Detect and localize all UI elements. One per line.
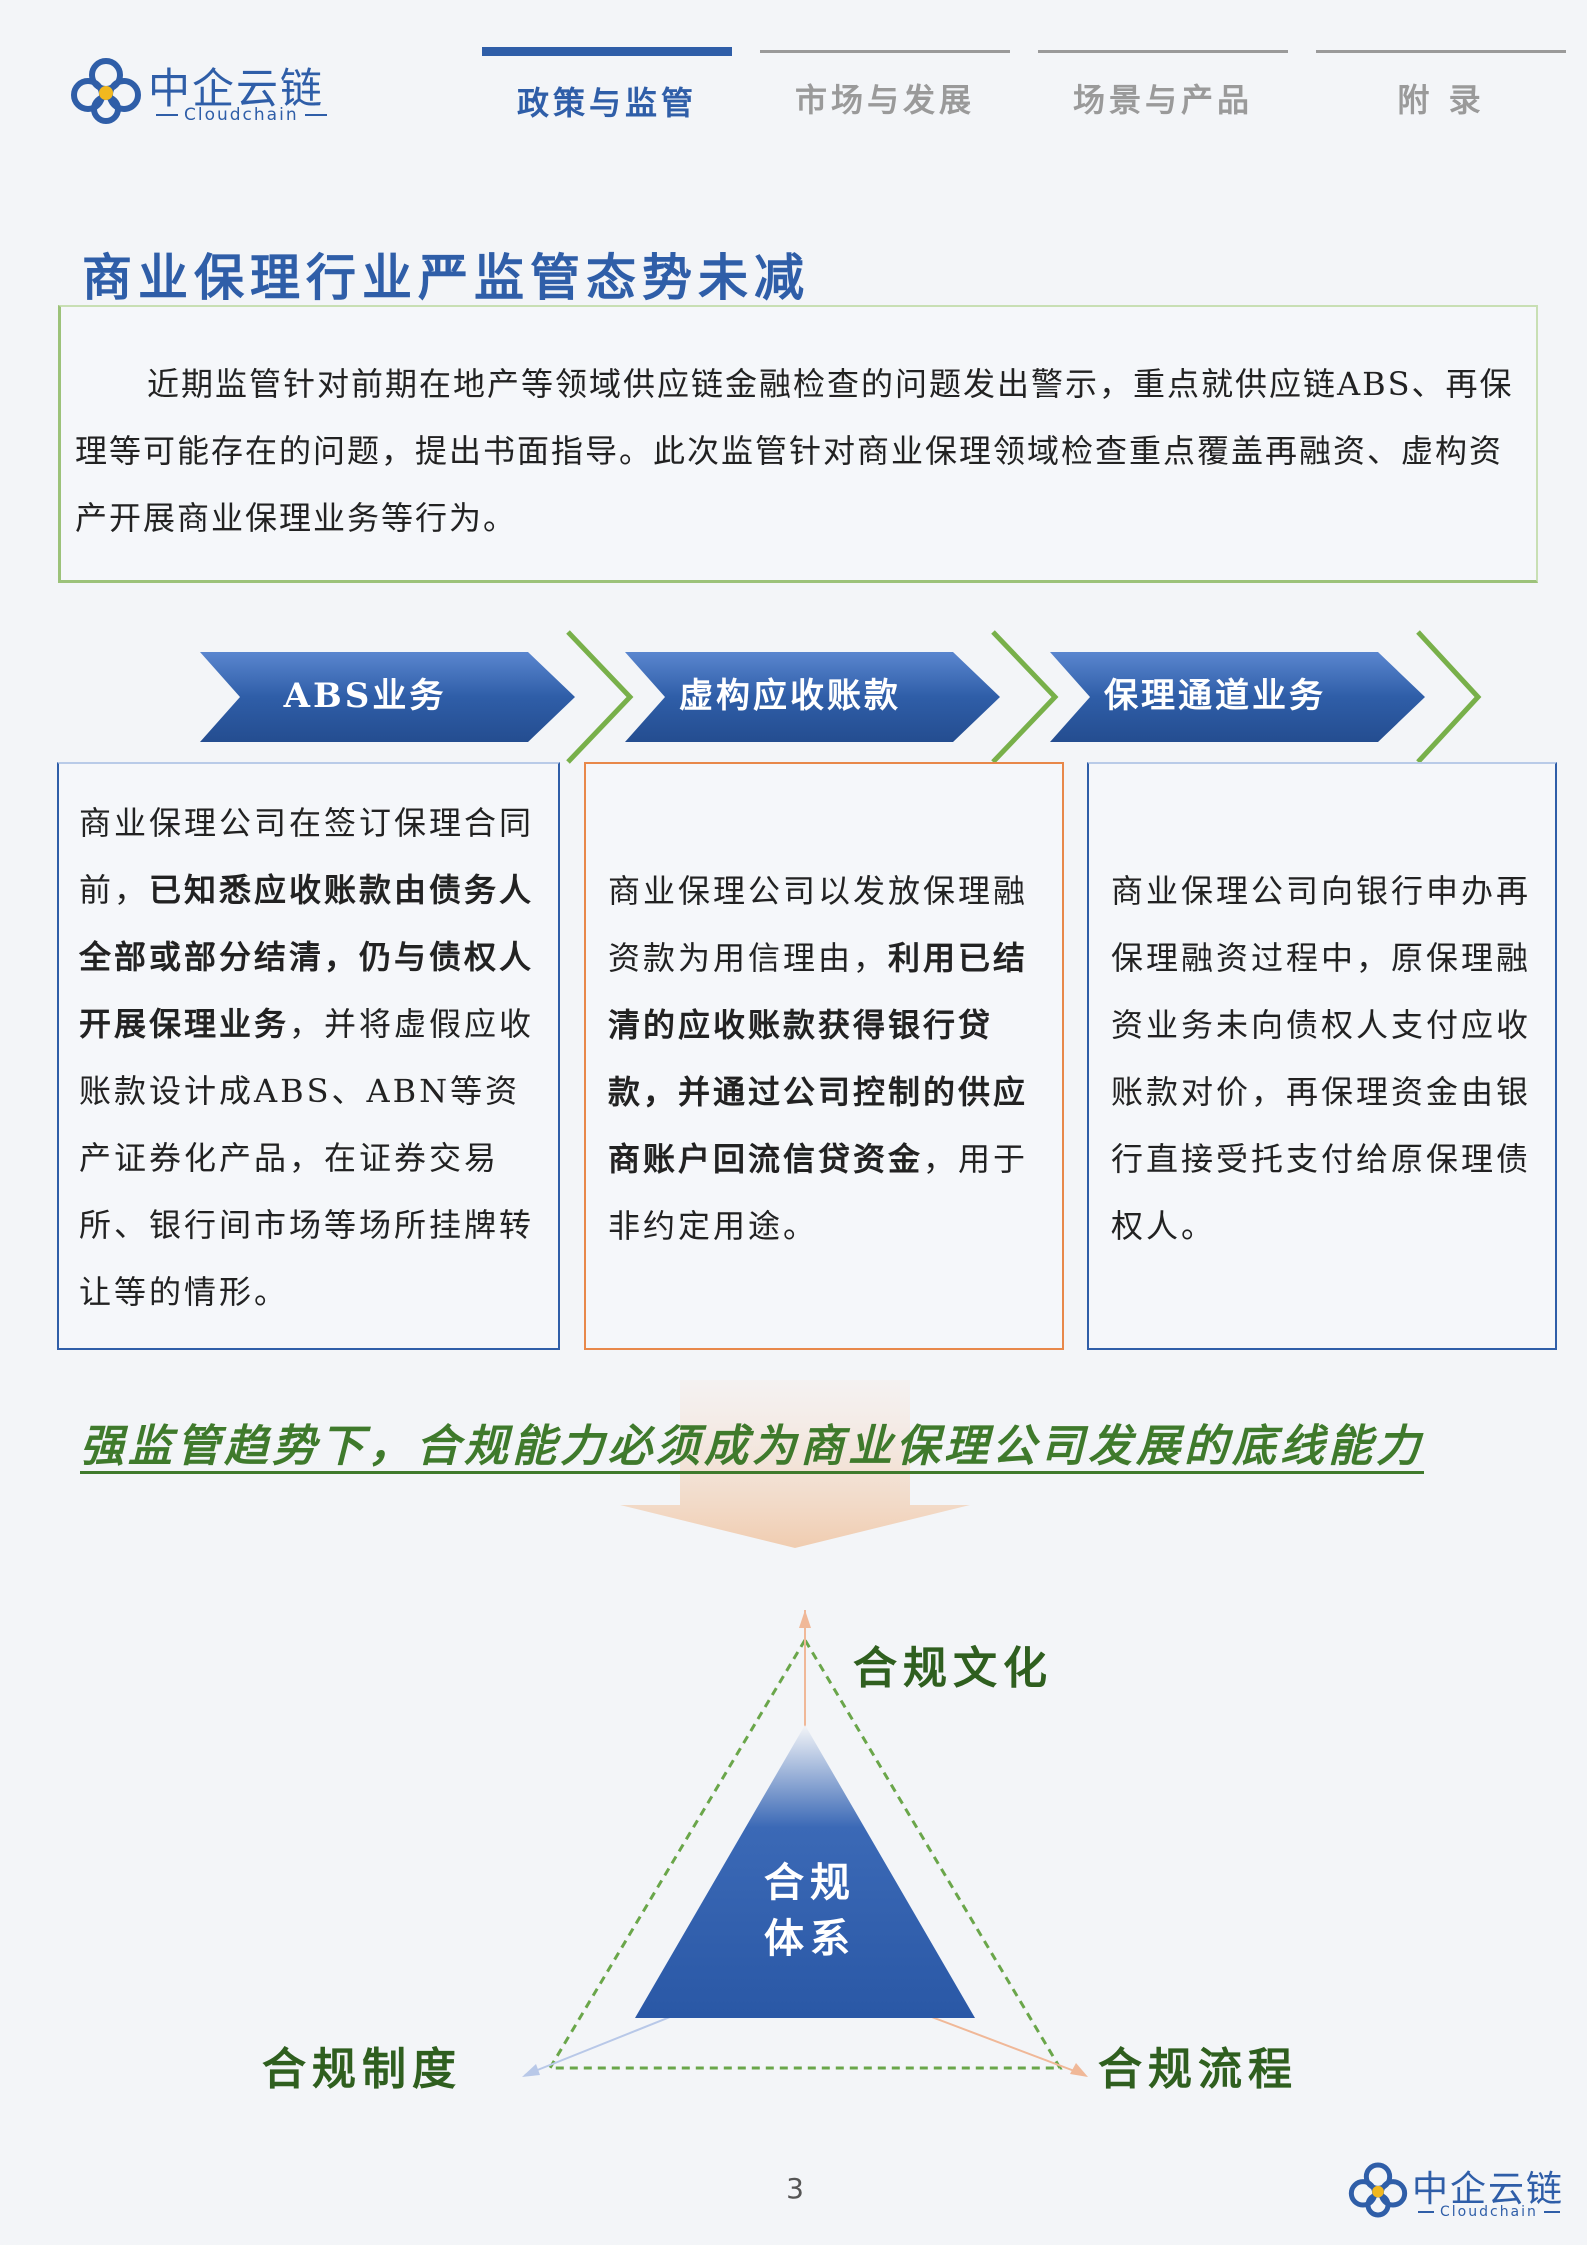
tab-label: 政策与监管 [516,84,697,122]
card-text: 商业保理公司在签订保理合同前，已知悉应收账款由债务人全部或部分结清，仍与债权人开… [79,804,535,1311]
intro-text: 近期监管针对前期在地产等领域供应链金融检查的问题发出警示，重点就供应链ABS、再… [75,365,1514,537]
tab-indicator [760,50,1010,53]
brand-name-en: Cloudchain [1412,2204,1566,2220]
brand-name-en: Cloudchain [150,105,333,125]
tab-scenario[interactable]: 场景与产品 [1038,50,1288,125]
tab-market[interactable]: 市场与发展 [760,50,1010,125]
cloud-logo-icon [71,58,141,124]
tab-indicator [1038,50,1288,53]
card-text: 商业保理公司以发放保理融资款为用信理由，利用已结清的应收账款获得银行贷款，并通过… [608,872,1029,1245]
category-channel-header: 保理通道业务 [1050,650,1430,742]
brand-logo: 中企云链 Cloudchain [70,55,340,135]
triangle-right-label: 合规流程 [1098,2044,1298,2095]
tab-label: 市场与发展 [794,81,975,119]
tab-appendix[interactable]: 附 录 [1316,50,1566,125]
tab-policy[interactable]: 政策与监管 [482,47,732,125]
card-text: 商业保理公司向银行申办再保理融资过程中，原保理融资业务未向债权人支付应收账款对价… [1111,872,1532,1245]
triangle-left-label: 合规制度 [262,2044,462,2095]
page-number: 3 [786,2172,804,2205]
section-title: 商业保理行业严监管态势未减 [82,248,810,307]
cloud-logo-icon [1348,2162,1408,2218]
triangle-top-label: 合规文化 [853,1643,1053,1694]
category-abs-header: ABS业务 [200,650,580,742]
tab-indicator [482,47,732,56]
card-fake-receivable: 商业保理公司以发放保理融资款为用信理由，利用已结清的应收账款获得银行贷款，并通过… [584,762,1064,1350]
tab-label: 场景与产品 [1072,81,1253,119]
intro-box: 近期监管针对前期在地产等领域供应链金融检查的问题发出警示，重点就供应链ABS、再… [58,305,1538,583]
category-title: ABS业务 [283,676,447,716]
card-channel: 商业保理公司向银行申办再保理融资过程中，原保理融资业务未向债权人支付应收账款对价… [1087,762,1557,1350]
card-abs: 商业保理公司在签订保理合同前，已知悉应收账款由债务人全部或部分结清，仍与债权人开… [57,762,560,1350]
category-fake-receivable-header: 虚构应收账款 [625,650,1005,742]
tab-label: 附 录 [1397,81,1485,119]
category-title: 保理通道业务 [1104,676,1326,716]
category-title: 虚构应收账款 [679,676,901,716]
tab-indicator [1316,50,1566,53]
triangle-core-label: 合规 体系 [764,1859,856,1962]
outer-triangle [547,1637,1063,2070]
slogan: 强监管趋势下，合规能力必须成为商业保理公司发展的底线能力 [80,1421,1424,1472]
footer-logo: 中企云链 Cloudchain [1348,2160,1578,2230]
